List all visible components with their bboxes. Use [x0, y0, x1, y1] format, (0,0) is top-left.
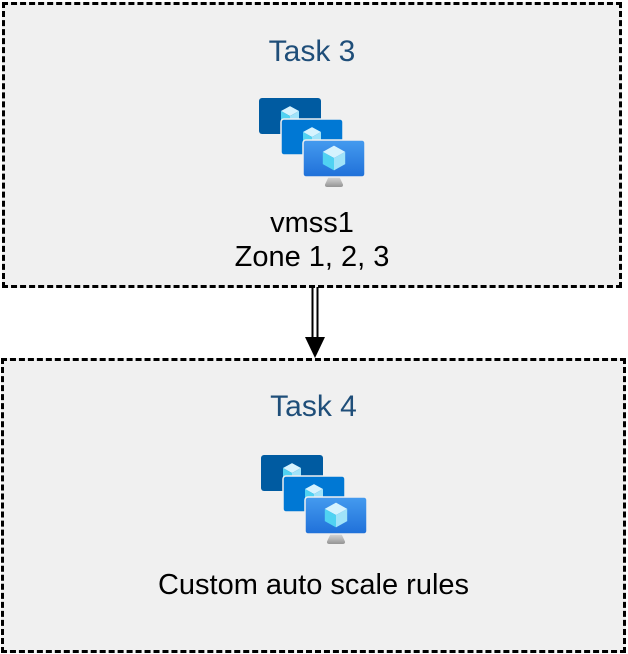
task3-title: Task 3 [268, 35, 356, 68]
task4-title: Task 4 [270, 390, 357, 423]
down-arrow-icon [305, 287, 325, 358]
zones-label: Zone 1, 2, 3 [234, 241, 390, 273]
vmss-name-label: vmss1 [270, 207, 354, 239]
task4-box: Task 4 Custom auto scale rules [1, 358, 626, 653]
virtual-machine-scale-sets-icon [259, 98, 365, 190]
task3-box: Task 3 vmss1 Zone 1, 2, 3 [2, 2, 622, 288]
autoscale-rules-label: Custom auto scale rules [157, 569, 470, 601]
virtual-machine-scale-sets-icon [261, 455, 367, 547]
